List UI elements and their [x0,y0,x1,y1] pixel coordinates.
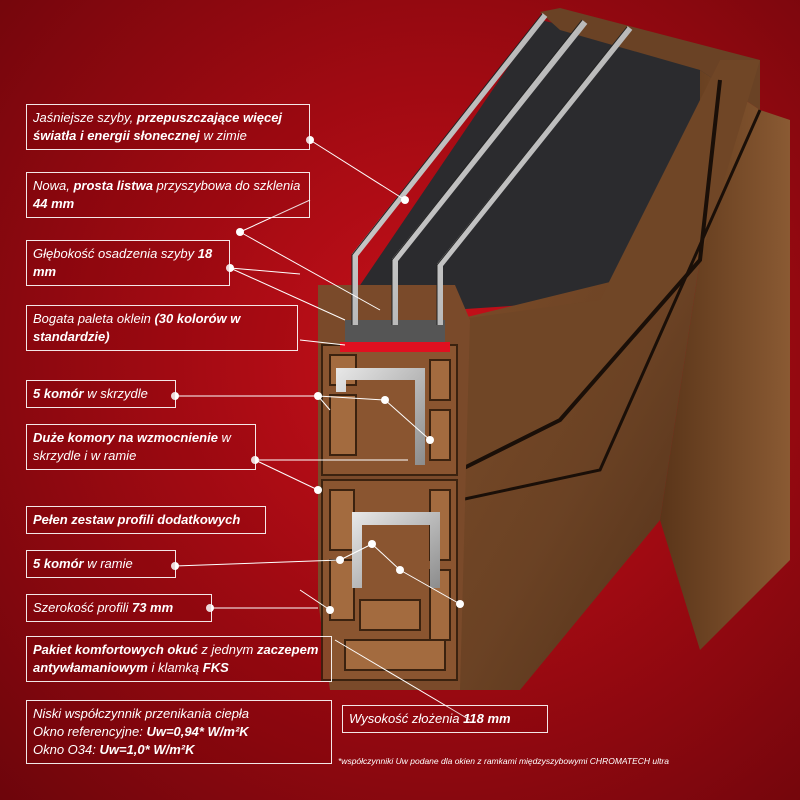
callout-width: Szerokość profili 73 mm [26,594,212,622]
callout-glass: Jaśniejsze szyby, przepuszczające więcej… [26,104,310,150]
glass-pane [350,20,720,310]
callout-colors: Bogata paleta oklein (30 kolorów w stand… [26,305,298,351]
callout-bold-text: Pakiet komfortowych okuć [33,642,198,657]
callout-text: w skrzydle i w ramie [33,430,231,463]
width-dimension [299,589,331,611]
callout-bold-text: Duże komory na wzmocnienie [33,430,218,445]
callout-hardware: Pakiet komfortowych okuć z jednym zaczep… [26,636,332,682]
callout-text: Szerokość profili [33,600,132,615]
footnote: *współczynniki Uw podane dla okien z ram… [338,756,669,766]
callout-text: Okno O34: [33,742,100,757]
glass-sheets [352,13,633,325]
callout-bold-text: FKS [202,660,229,675]
callout-reinforcement: Duże komory na wzmocnienie w skrzydle i … [26,424,256,470]
callout-accessories: Pełen zestaw profili dodatkowych [26,506,266,534]
sash-reinforcement [336,368,425,465]
callout-text: Jaśniejsze szyby, [33,110,137,125]
callout-depth: Głębokość osadzenia szyby 18 mm [26,240,230,286]
callout-text: w zimie [199,128,247,143]
callout-bold-text: (30 kolorów w standardzie) [33,311,241,344]
callout-text: Nowa, [33,178,74,193]
callout-text: Niski współczynnik przenikania ciepła [33,706,250,721]
callout-bead: Nowa, prosta listwa przyszybowa do szkle… [26,172,310,218]
callout-bold-text: 5 komór [33,386,84,401]
callout-bold-text: Uw=1,0* W/m²K [99,742,195,757]
leader-lines [174,139,461,609]
callout-bold-text: 5 komór [33,556,84,571]
callout-bold-text: zaczepem antywłamaniowym [33,642,319,675]
callout-bold-text: Pełen zestaw profili dodatkowych [33,512,241,527]
frame-reinforcement [352,512,440,588]
sash-face [455,60,760,470]
red-seal [340,342,450,352]
callout-bold-text: 44 mm [33,196,75,211]
callout-bold-text: 118 mm [463,711,511,726]
callout-text: Okno referencyjne: [33,724,147,739]
callout-bold-text: Uw=0,94* W/m²K [146,724,249,739]
callout-bold-text: przepuszczające więcej światła i energii… [33,110,283,143]
callout-text: Wysokość złożenia [349,711,464,726]
gasket-line [459,109,762,502]
gasket-line [459,79,722,472]
glass-spacers [345,320,445,342]
callout-text: w skrzydle [83,386,148,401]
callout-text: i klamką [147,660,203,675]
height-dimension [334,639,471,721]
callout-sash-chambers: 5 komór w skrzydle [26,380,176,408]
callout-height: Wysokość złożenia 118 mm [342,705,548,733]
frame-right [660,70,790,650]
callout-text: z jednym [197,642,257,657]
callout-bold-text: 73 mm [131,600,174,615]
frame-top [540,8,760,110]
callout-bold-text: prosta listwa [73,178,153,193]
callout-text: w ramie [83,556,133,571]
callout-text: Bogata paleta oklein [33,311,155,326]
callout-text: przyszybowa do szklenia [152,178,301,193]
callout-frame-chambers: 5 komór w ramie [26,550,176,578]
callout-bold-text: 18 mm [33,246,213,279]
callout-text: Głębokość osadzenia szyby [33,246,198,261]
